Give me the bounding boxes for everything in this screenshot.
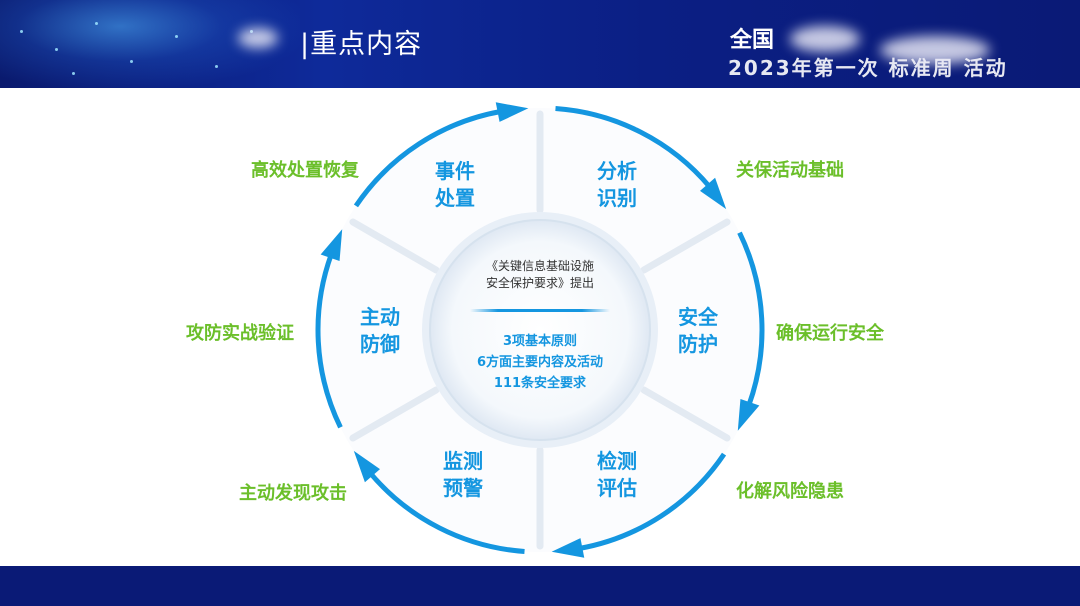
decor-dot: [72, 72, 75, 75]
cycle-diagram: 《关键信息基础设施 安全保护要求》提出 3项基本原则 6方面主要内容及活动 11…: [186, 102, 885, 558]
center-divider: [470, 309, 610, 312]
decor-dot: [95, 22, 98, 25]
center-stat-1: 3项基本原则: [503, 333, 577, 349]
segment-monitoring-line2: 预警: [443, 476, 483, 500]
ring-divider: [349, 386, 440, 442]
center-note-line2: 安全保护要求》提出: [486, 275, 594, 290]
arrowhead-icon: [320, 229, 343, 261]
header-banner: |重点内容 全国 2023年第一次 标准周 活动: [0, 0, 1080, 88]
cycle-arc: [737, 231, 765, 407]
outer-label-evaluation: 化解风险隐患: [736, 480, 844, 502]
cycle-arc: [353, 108, 502, 208]
segment-monitoring-line1: 监测: [443, 449, 483, 473]
outer-label-monitoring: 主动发现攻击: [239, 482, 347, 504]
arrowhead-icon: [551, 538, 585, 558]
segment-defense-line2: 防御: [360, 332, 400, 356]
blurred-area: [790, 26, 860, 52]
outer-label-defense: 攻防实战验证: [186, 322, 294, 344]
blurred-area: [238, 28, 278, 48]
blurred-area: [880, 36, 990, 64]
segment-response-line2: 处置: [434, 186, 475, 210]
header-right-top: 全国: [730, 28, 775, 53]
cycle-arc: [555, 106, 712, 189]
cycle-arc: [368, 471, 525, 554]
outer-label-protection: 确保运行安全: [776, 322, 885, 344]
cycle-arc: [578, 452, 727, 552]
ring-divider: [640, 386, 731, 442]
center-note-line1: 《关键信息基础设施: [486, 258, 594, 273]
segment-evaluation-line1: 检测: [597, 449, 637, 473]
segment-analysis-line1: 分析: [597, 159, 637, 183]
segment-response-line1: 事件: [435, 159, 475, 183]
ring-divider: [349, 218, 440, 274]
decor-dot: [175, 35, 178, 38]
segment-evaluation-line2: 评估: [597, 476, 637, 500]
page-title: |重点内容: [300, 29, 423, 60]
center-stat-2: 6方面主要内容及活动: [477, 354, 603, 370]
arrowhead-icon: [353, 450, 381, 483]
arrowhead-icon: [699, 177, 727, 210]
decor-dot: [20, 30, 23, 33]
outer-label-response: 高效处置恢复: [251, 159, 360, 181]
footer-bar: [0, 566, 1080, 606]
arrowhead-icon: [495, 102, 529, 122]
segment-protection-line2: 防护: [678, 332, 718, 356]
decor-dot: [130, 60, 133, 63]
center-stat-3: 111条安全要求: [494, 375, 587, 391]
segment-protection-line1: 安全: [678, 305, 719, 329]
cycle-arc: [315, 253, 343, 429]
decor-dot: [215, 65, 218, 68]
cycle-arrows: [315, 102, 765, 558]
segment-analysis-line2: 识别: [597, 186, 637, 210]
segment-defense-line1: 主动: [360, 305, 400, 329]
decor-dot: [55, 48, 58, 51]
outer-label-analysis: 关保活动基础: [736, 159, 844, 181]
ring-divider: [640, 218, 731, 274]
center-circle: [429, 219, 651, 441]
ring-dividers: [349, 110, 731, 550]
arrowhead-icon: [737, 399, 760, 431]
